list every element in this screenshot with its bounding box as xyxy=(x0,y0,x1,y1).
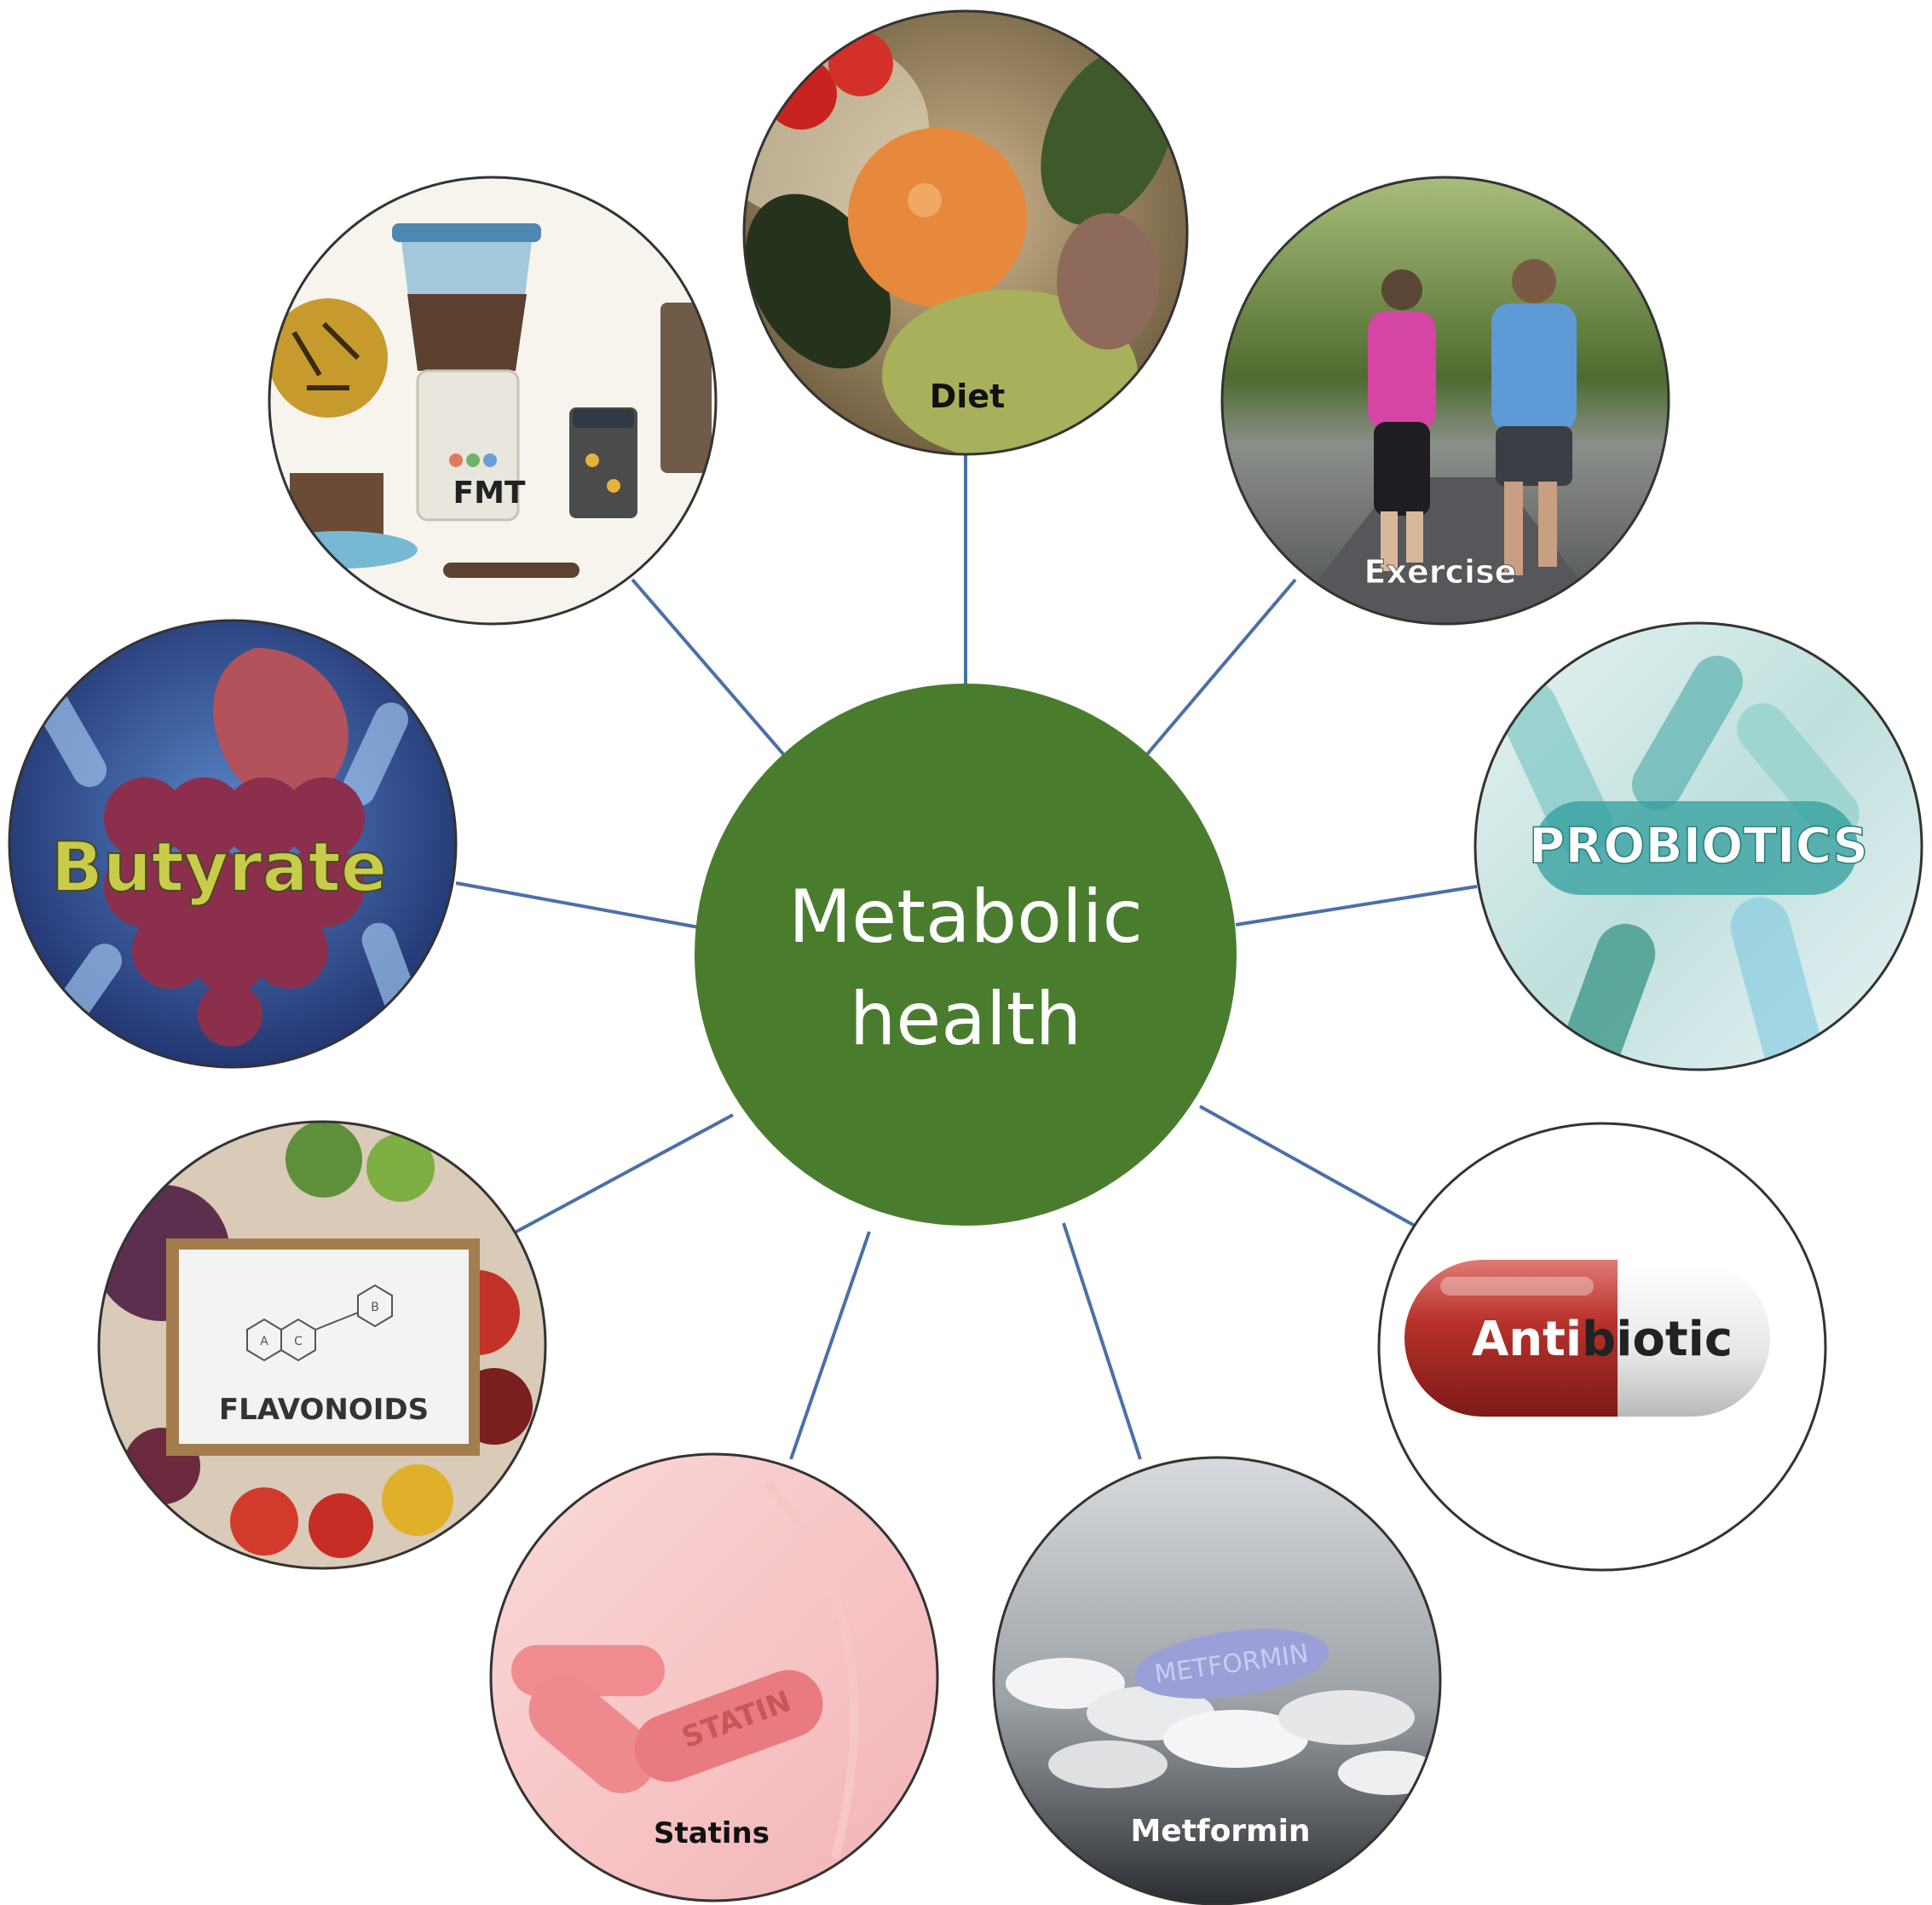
antibiotic-label: Antibiotic xyxy=(1472,1312,1733,1367)
connector-statins xyxy=(789,1231,871,1460)
node-diet: Diet xyxy=(742,9,1189,456)
node-butyrate: Butyrate xyxy=(8,619,458,1069)
probiotics-label: PROBIOTICS xyxy=(1529,817,1868,875)
connector-exercise xyxy=(1140,578,1297,762)
metformin-label: Metformin xyxy=(1130,1814,1310,1849)
statins-label: Statins xyxy=(654,1816,770,1850)
center-node: Metabolic health xyxy=(695,684,1237,1226)
diet-label: Diet xyxy=(930,378,1006,415)
ring-label-b: B xyxy=(371,1301,379,1314)
node-probiotics: PROBIOTICS xyxy=(1474,621,1923,1071)
capsule-icon xyxy=(1404,1260,1770,1417)
connector-probiotics xyxy=(1235,885,1478,927)
node-flavonoids: A C B FLAVONOIDS xyxy=(97,1120,547,1570)
node-fmt: FMT xyxy=(268,176,718,626)
fmt-label: FMT xyxy=(453,476,526,511)
ring-label-a: A xyxy=(260,1335,268,1348)
flavonoid-structure-icon xyxy=(246,1284,393,1362)
connector-fmt xyxy=(631,578,793,765)
center-title-line2: health xyxy=(850,977,1081,1062)
ring-label-c: C xyxy=(294,1335,303,1348)
connector-flavonoids xyxy=(514,1113,734,1234)
connector-antibiotic xyxy=(1199,1105,1416,1227)
node-exercise: Exercise xyxy=(1220,176,1670,626)
connector-lines xyxy=(455,454,1478,1460)
connector-butyrate xyxy=(455,881,700,929)
center-title-line1: Metabolic xyxy=(788,875,1143,960)
node-metformin: METFORMIN Metformin xyxy=(992,1456,1442,1905)
connector-metformin xyxy=(1062,1222,1142,1460)
butyrate-label: Butyrate xyxy=(51,828,387,907)
node-statins: STATIN Statins xyxy=(489,1452,939,1902)
exercise-label: Exercise xyxy=(1364,553,1517,591)
node-antibiotic: Antibiotic xyxy=(1377,1122,1827,1572)
flavonoids-label: FLAVONOIDS xyxy=(219,1393,429,1427)
